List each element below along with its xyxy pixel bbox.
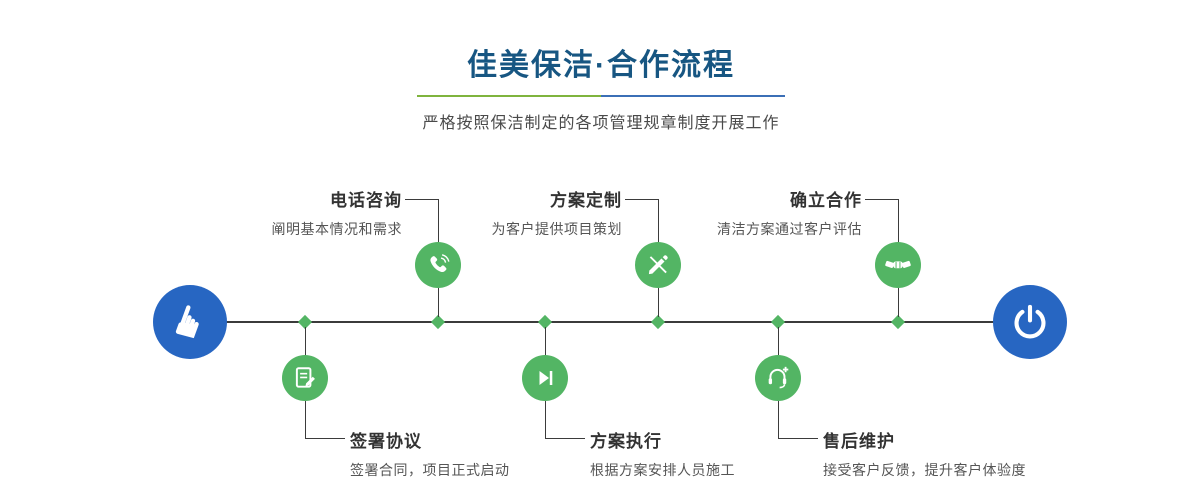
phone-icon xyxy=(430,254,450,273)
step-sign-agreement-label: 签署协议 签署合同，项目正式启动 xyxy=(350,427,510,480)
node-sign-agreement xyxy=(282,355,328,401)
step-description: 签署合同，项目正式启动 xyxy=(350,462,510,478)
pencil-icon xyxy=(648,255,668,275)
pointing-hand-icon: ☛ xyxy=(160,295,219,348)
play-icon xyxy=(539,371,553,385)
connector-line xyxy=(778,438,818,439)
step-phone-consult-label: 电话咨询 阐明基本情况和需求 xyxy=(272,186,403,239)
connector-line xyxy=(625,199,658,200)
power-icon xyxy=(1014,304,1046,339)
end-node xyxy=(993,285,1067,359)
page-title: 佳美保洁·合作流程 xyxy=(467,49,735,82)
connector-line xyxy=(898,199,899,242)
step-establish-cooperation-label: 确立合作 清洁方案通过客户评估 xyxy=(717,186,862,239)
connector-line xyxy=(405,199,438,200)
step-title: 电话咨询 xyxy=(330,191,402,210)
node-establish-cooperation xyxy=(875,242,921,288)
node-phone-consult xyxy=(415,242,461,288)
document-icon xyxy=(295,367,315,388)
headset-icon xyxy=(768,366,789,389)
start-node: ☛ xyxy=(153,285,227,359)
connector-line xyxy=(305,401,306,438)
step-description: 为客户提供项目策划 xyxy=(491,221,622,237)
step-plan-execute-label: 方案执行 根据方案安排人员施工 xyxy=(590,427,735,480)
page-subtitle: 严格按照保洁制定的各项管理规章制度开展工作 xyxy=(422,115,780,132)
step-title: 确立合作 xyxy=(790,191,862,210)
step-description: 根据方案安排人员施工 xyxy=(590,462,735,478)
connector-line xyxy=(658,199,659,242)
step-after-sales-label: 售后维护 接受客户反馈，提升客户体验度 xyxy=(823,427,1026,480)
step-description: 接受客户反馈，提升客户体验度 xyxy=(823,462,1026,478)
timeline-diamond xyxy=(890,314,906,330)
divider-green-segment xyxy=(417,95,601,97)
node-plan-custom xyxy=(635,242,681,288)
step-description: 清洁方案通过客户评估 xyxy=(717,221,862,237)
connector-line xyxy=(438,199,439,242)
connector-line xyxy=(778,327,779,355)
handshake-icon xyxy=(885,260,911,269)
connector-line xyxy=(438,288,439,317)
divider-blue-segment xyxy=(601,95,785,97)
node-plan-execute xyxy=(522,355,568,401)
connector-line xyxy=(898,288,899,317)
step-title: 签署协议 xyxy=(350,432,422,451)
connector-line xyxy=(778,401,779,438)
node-after-sales xyxy=(755,355,801,401)
connector-line xyxy=(545,401,546,438)
timeline-axis xyxy=(190,321,1030,323)
connector-line xyxy=(545,438,585,439)
timeline-diamond xyxy=(650,314,666,330)
step-title: 方案执行 xyxy=(590,432,662,451)
connector-line xyxy=(305,327,306,355)
connector-line xyxy=(658,288,659,317)
connector-line xyxy=(865,199,898,200)
step-title: 售后维护 xyxy=(823,432,895,451)
title-divider xyxy=(417,95,785,97)
timeline-diamond xyxy=(430,314,446,330)
step-plan-custom-label: 方案定制 为客户提供项目策划 xyxy=(492,186,623,239)
step-description: 阐明基本情况和需求 xyxy=(271,221,402,237)
connector-line xyxy=(305,438,345,439)
step-title: 方案定制 xyxy=(550,191,622,210)
connector-line xyxy=(545,327,546,355)
